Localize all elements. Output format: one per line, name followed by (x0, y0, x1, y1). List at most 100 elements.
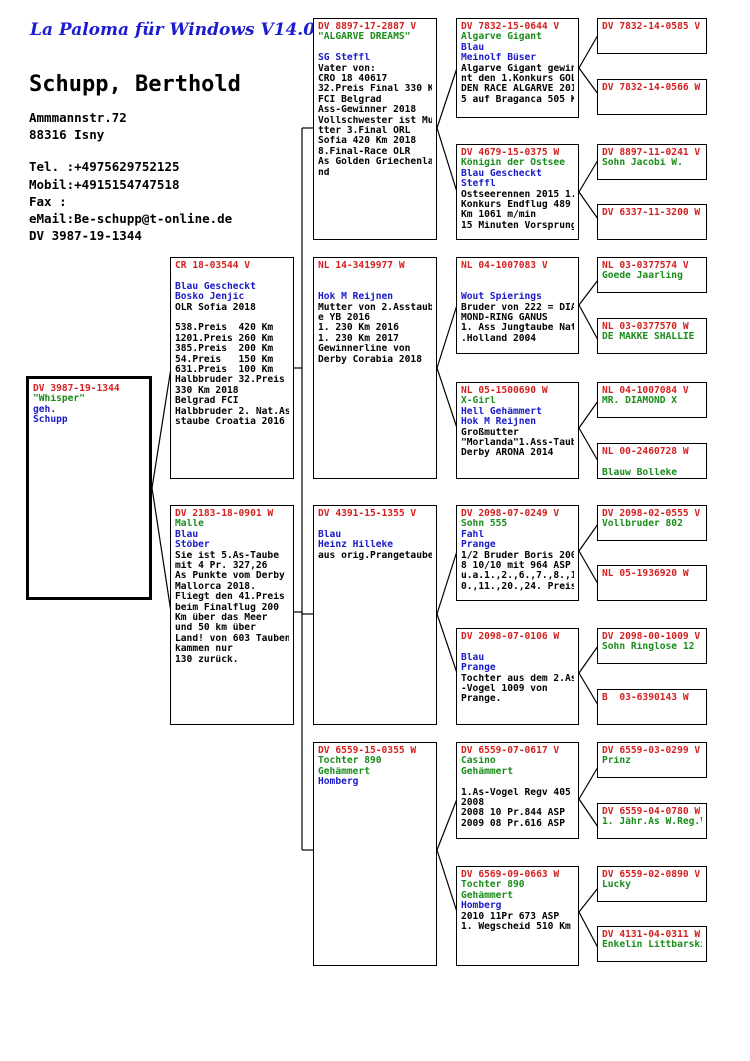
gggp-card-2[interactable]: DV 7832-14-0566 W (597, 79, 707, 115)
pedigree-line: Homberg (318, 777, 359, 788)
pedigree-line: DV 6337-11-3200 W (602, 208, 701, 218)
pedigree-line: Km 1061 m/min (461, 210, 537, 221)
pedigree-line: 1201.Preis 260 Km (175, 333, 274, 344)
pedigree-line: "Morlanda"1.Ass-Taub (461, 438, 574, 449)
pedigree-line (318, 43, 432, 53)
pedigree-line: Halbbruder 32.Preis (175, 375, 285, 386)
pedigree-line: .Holland 2004 (461, 333, 537, 344)
pedigree-line: DV 4131-04-0311 W (602, 930, 701, 940)
pedigree-line: DV 3987-19-1344 (33, 384, 120, 394)
pedigree-line: nt den 1.Konkurs GOL (461, 74, 574, 85)
pedigree-line: Algarve Gigant gewin (461, 63, 574, 74)
pedigree-line: B 03-6390143 W (602, 693, 689, 703)
pedigree-line: 1.As-Vogel Regv 405 (461, 787, 571, 798)
pedigree-line: 2008 (461, 798, 485, 809)
pedigree-line: Vollbruder 802 (602, 519, 683, 530)
gggp-card-10[interactable]: NL 05-1936920 W (597, 565, 707, 601)
gggp-card-4[interactable]: DV 6337-11-3200 W (597, 204, 707, 240)
pedigree-line: Hok M Reijnen (461, 417, 537, 428)
gggp-card-8[interactable]: NL 00-2460728 W Blauw Bolleke (597, 443, 707, 479)
pedigree-line (175, 271, 289, 281)
pedigree-line: 2009 08 Pr.616 ASP (461, 818, 565, 829)
owner-name: Schupp, Berthold (29, 72, 241, 97)
pedigree-line: 1. Ass Jungtaube Nat (461, 323, 574, 334)
owner-phone: Tel. :+4975629752125 (29, 159, 180, 174)
pedigree-line: Blau Gescheckt (461, 168, 542, 179)
pedigree-line: DV 7832-14-0585 V (602, 22, 701, 32)
pedigree-line: DV 6559-15-0355 W (318, 746, 417, 756)
pedigree-line: und 50 km über (175, 623, 256, 634)
gggp-card-12[interactable]: B 03-6390143 W (597, 689, 707, 725)
pedigree-line: staube Croatia 2016 (175, 417, 285, 428)
pedigree-line: Konkurs Endflug 489 (461, 200, 571, 211)
pedigree-line: NL 04-1007084 V (602, 386, 689, 396)
pedigree-line: Vollschwester ist Mu (318, 115, 432, 126)
pedigree-line: DV 6559-04-0780 W (602, 807, 701, 817)
pedigree-line: 385.Preis 200 Km (175, 344, 274, 355)
pedigree-line: DV 6559-02-0890 V (602, 870, 701, 880)
pedigree-line: OLR Sofia 2018 (175, 302, 256, 313)
pedigree-line: DV 2098-07-0249 V (461, 509, 560, 519)
pedigree-line: NL 03-0377574 V (602, 261, 689, 271)
pedigree-line: 8 10/10 mit 964 ASP (461, 561, 571, 572)
pedigree-line: DV 6559-07-0617 V (461, 746, 560, 756)
subject-pigeon-card[interactable]: DV 3987-19-1344"Whisper"geh.Schupp (26, 376, 152, 600)
pedigree-line: 2008 10 Pr.844 ASP (461, 808, 565, 819)
pedigree-line: Prange (461, 663, 496, 674)
pedigree-line: Bosko Jenjic (175, 292, 245, 303)
pedigree-line: Fliegt den 41.Preis (175, 592, 285, 603)
owner-email: eMail:Be-schupp@t-online.de (29, 211, 233, 226)
gggp-card-1[interactable]: DV 7832-14-0585 V (597, 18, 707, 54)
pedigree-line: Wout Spierings (461, 292, 542, 303)
pedigree-line: geh. (33, 404, 57, 415)
pedigree-line: Enkelin Littbarski (602, 940, 702, 951)
pedigree-line: CR 18-03544 V (175, 261, 251, 271)
pedigree-line (318, 271, 432, 281)
pedigree-line: 130 zurück. (175, 654, 239, 665)
pedigree-line: DV 6569-09-0663 W (461, 870, 560, 880)
pedigree-line: DV 2183-18-0901 W (175, 509, 274, 519)
pedigree-line: 54.Preis 150 Km (175, 354, 274, 365)
pedigree-line: X-Girl (461, 396, 496, 407)
gggp-card-14[interactable]: DV 6559-04-0780 W1. Jähr.As W.Reg.Ver (597, 803, 707, 839)
pedigree-line: DV 8897-11-0241 V (602, 148, 701, 158)
pedigree-line: Derby Corabia 2018 (318, 354, 422, 365)
pedigree-line: "Whisper" (33, 394, 85, 405)
pedigree-line: Blauw Bolleke (602, 467, 678, 478)
grandsire-paternal-card[interactable]: DV 8897-17-2887 V"ALGARVE DREAMS" SG Ste… (313, 18, 437, 240)
pedigree-line: Gehämmert (461, 890, 513, 901)
pedigree-line: Königin der Ostsee (461, 158, 565, 169)
pedigree-line: Blau (318, 529, 342, 540)
pedigree-line: Prinz (602, 756, 631, 767)
pedigree-line (318, 519, 432, 529)
pedigree-line: FCI Belgrad (318, 94, 382, 105)
pedigree-line: Sie ist 5.As-Taube (175, 550, 279, 561)
pedigree-line: Prange. (461, 694, 502, 705)
pedigree-line: Algarve Gigant (461, 32, 542, 43)
owner-fax: Fax : (29, 194, 67, 209)
pedigree-line (461, 642, 574, 652)
